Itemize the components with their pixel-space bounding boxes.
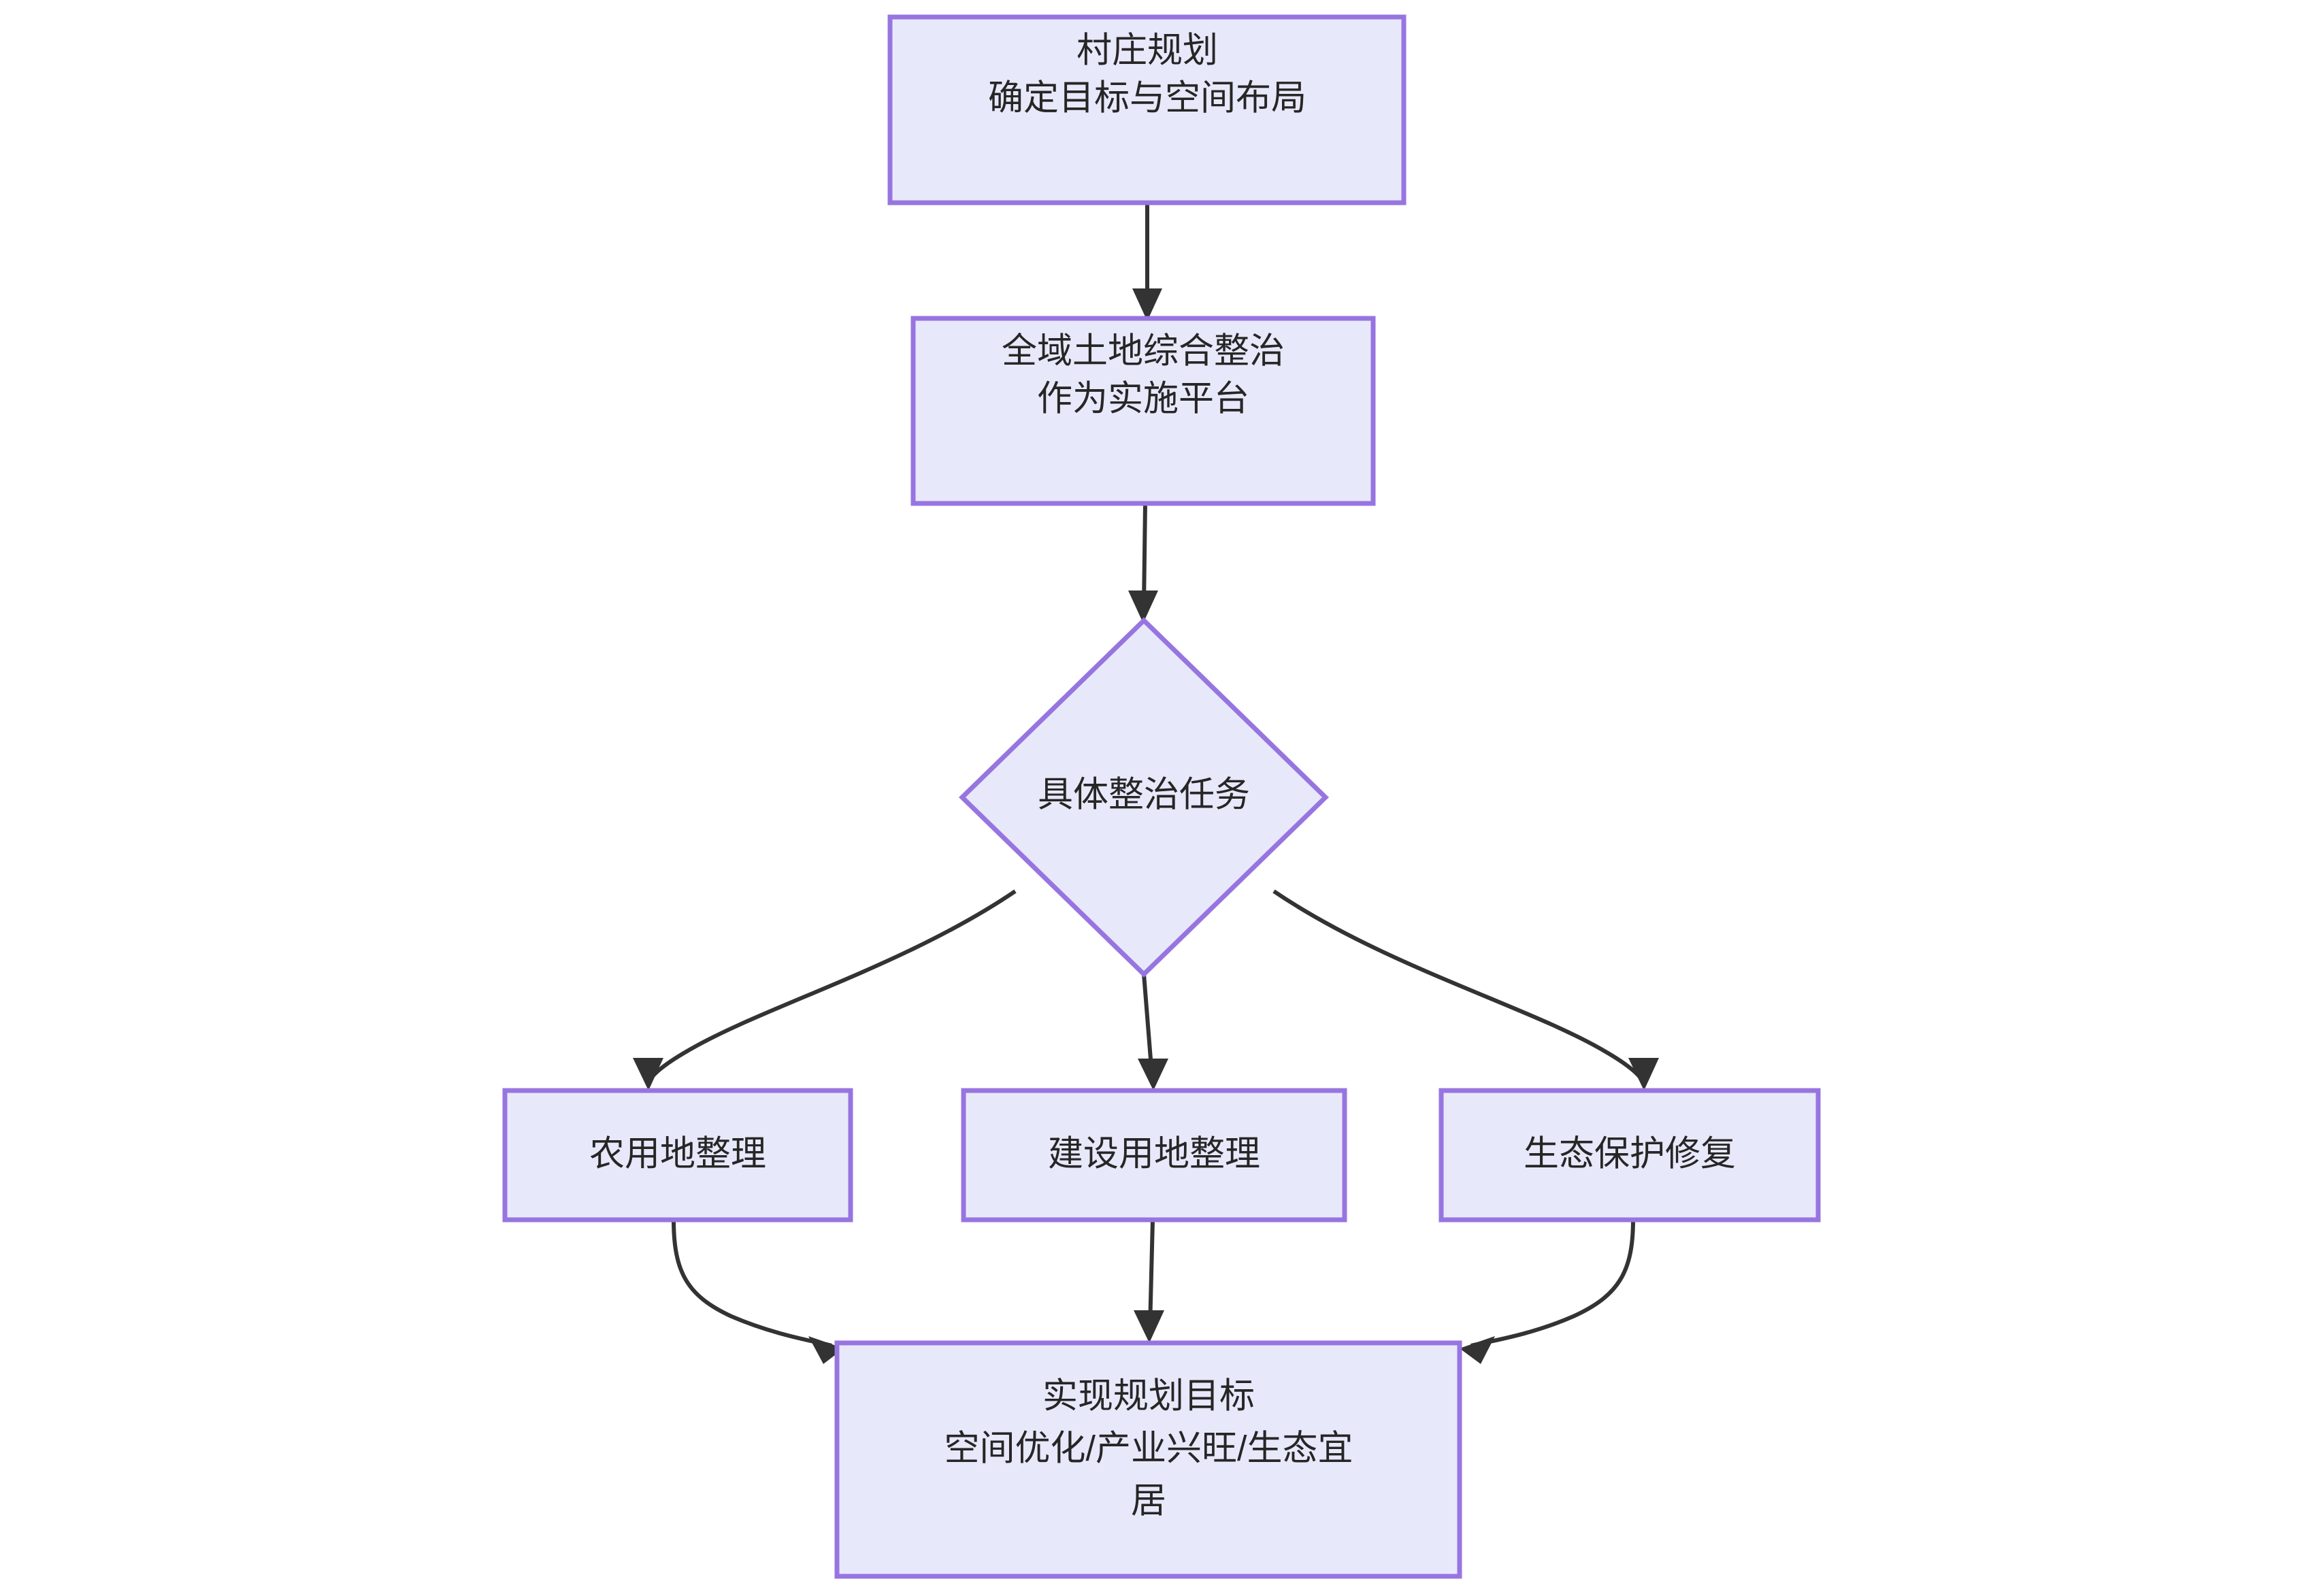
node-label-line1: 实现规划目标 [1042, 1377, 1255, 1416]
edge-line [1148, 1219, 1155, 1329]
node-n4-agricultural-land[interactable]: 农用地整理 [502, 1088, 853, 1223]
node-n6-ecological-restoration[interactable]: 生态保护修复 [1438, 1088, 1821, 1223]
node-rect[interactable] [834, 1340, 1462, 1579]
node-label-line2: 确定目标与空间布局 [988, 79, 1306, 118]
node-rect[interactable] [910, 316, 1376, 506]
arrow-head-icon [1628, 1058, 1659, 1091]
arrow-head-icon [1460, 1336, 1495, 1364]
edge-n1-to-n2 [1132, 203, 1162, 321]
edge-n4-to-n7 [672, 1219, 844, 1364]
node-n5-construction-land[interactable]: 建设用地整理 [961, 1088, 1347, 1223]
node-label-line2: 作为实施平台 [1037, 380, 1249, 419]
edge-line [1142, 503, 1147, 608]
edge-layer [633, 203, 1659, 1364]
node-label-line1: 全域土地综合整治 [1002, 332, 1285, 371]
node-rect[interactable] [502, 1088, 853, 1223]
node-layer: 村庄规划 确定目标与空间布局 全域土地综合整治 作为实施平台 具体整治任务 农用… [502, 14, 1821, 1579]
edge-n3-to-n5 [1138, 974, 1168, 1091]
node-label-line2: 空间优化/产业兴旺/生态宜 [944, 1429, 1353, 1469]
edge-line [1470, 1219, 1635, 1348]
edge-n3-to-n6 [1272, 889, 1659, 1091]
node-diamond[interactable] [958, 617, 1330, 978]
arrow-head-icon [1134, 1310, 1164, 1343]
edge-line [672, 1219, 832, 1348]
arrow-head-icon [808, 1336, 844, 1364]
edge-line [648, 889, 1017, 1082]
node-label-line1: 农用地整理 [589, 1135, 766, 1174]
edge-line [1272, 889, 1644, 1082]
node-label-line1: 建设用地整理 [1048, 1135, 1260, 1174]
arrow-head-icon [1132, 288, 1162, 321]
node-label-line1: 具体整治任务 [1038, 776, 1250, 815]
arrow-head-icon [633, 1058, 663, 1091]
node-rect[interactable] [961, 1088, 1347, 1223]
node-label-line1: 生态保护修复 [1524, 1135, 1736, 1174]
node-label-line3: 居 [1131, 1482, 1166, 1521]
edge-n2-to-n3 [1128, 503, 1158, 623]
edge-n3-to-n4 [633, 889, 1017, 1091]
node-n1-village-planning[interactable]: 村庄规划 确定目标与空间布局 [887, 14, 1407, 205]
node-label-line1: 村庄规划 [1076, 31, 1218, 71]
node-n2-land-consolidation-platform[interactable]: 全域土地综合整治 作为实施平台 [910, 316, 1376, 506]
node-rect[interactable] [887, 14, 1407, 205]
node-n7-planning-goals-achieved[interactable]: 实现规划目标 空间优化/产业兴旺/生态宜 居 [834, 1340, 1462, 1579]
edge-n5-to-n7 [1134, 1219, 1164, 1343]
edge-n6-to-n7 [1460, 1219, 1635, 1364]
arrow-head-icon [1128, 591, 1158, 623]
arrow-head-icon [1138, 1059, 1168, 1091]
node-rect[interactable] [1438, 1088, 1821, 1223]
node-n3-specific-tasks-decision[interactable]: 具体整治任务 [958, 617, 1330, 978]
